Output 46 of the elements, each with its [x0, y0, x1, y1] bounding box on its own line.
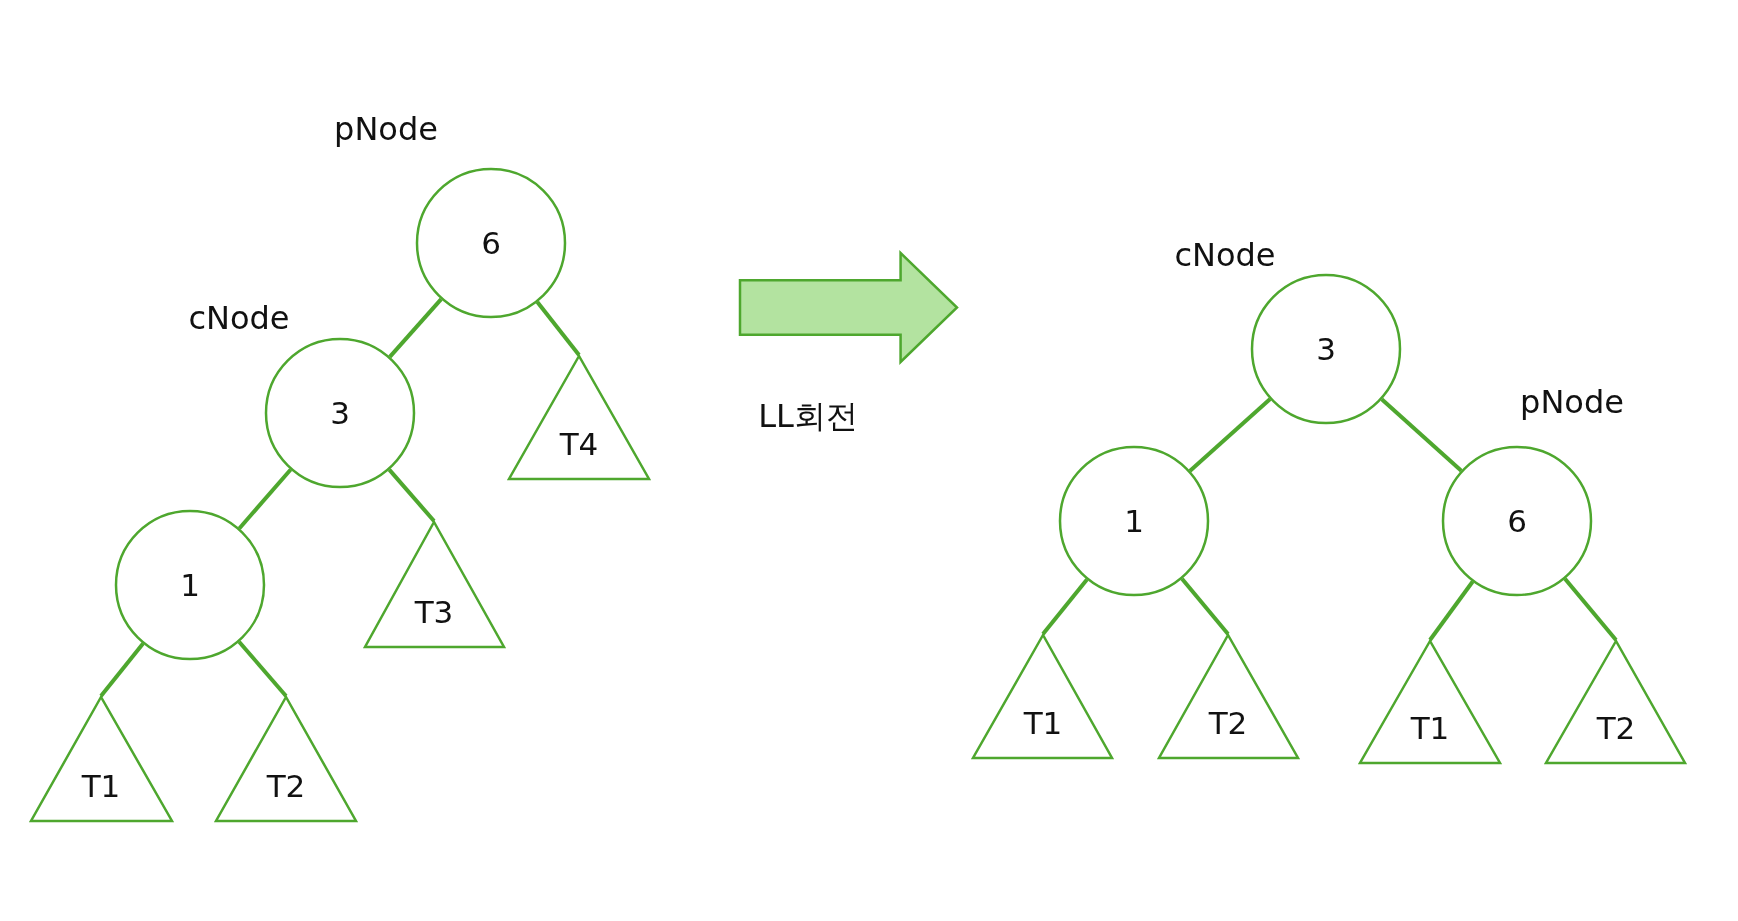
- node-label: 6: [481, 225, 501, 261]
- node-label: 6: [1507, 503, 1527, 539]
- subtree-triangle: [1545, 640, 1686, 764]
- tree-edge: [1563, 577, 1618, 642]
- pointer-name-label: pNode: [334, 110, 438, 148]
- tree-edge: [1380, 397, 1463, 473]
- tree-edge: [1428, 580, 1475, 642]
- tree-node-circle: [1251, 274, 1401, 424]
- node-label: 3: [1316, 331, 1336, 367]
- node-label: T1: [81, 768, 121, 804]
- tree-node-circle: [1442, 446, 1592, 596]
- pointer-name-label: pNode: [1520, 383, 1624, 421]
- node-label: T1: [1023, 705, 1063, 741]
- tree-node-circle: [416, 168, 566, 318]
- tree-edge: [388, 297, 443, 359]
- node-label: T2: [1208, 705, 1248, 741]
- tree-edge: [237, 468, 293, 530]
- pointer-name-label: cNode: [1174, 236, 1276, 274]
- tree-node-circle: [265, 338, 415, 488]
- tree-edge: [1041, 578, 1089, 636]
- tree-edge: [387, 468, 436, 523]
- node-label: T2: [1596, 710, 1636, 746]
- tree-node-circle: [115, 510, 265, 660]
- tree-edge: [535, 300, 581, 357]
- subtree-triangle: [30, 696, 173, 822]
- tree-edge: [1188, 397, 1272, 473]
- subtree-triangle: [215, 696, 357, 822]
- subtree-triangle: [364, 521, 505, 648]
- node-label: T3: [414, 594, 454, 630]
- subtree-triangle: [972, 634, 1113, 759]
- tree-node-circle: [1059, 446, 1209, 596]
- rotation-arrow: [740, 253, 957, 362]
- tree-edge: [1180, 577, 1230, 636]
- tree-edge: [99, 642, 145, 698]
- rotation-label: LL회전: [758, 396, 858, 437]
- node-label: T4: [559, 426, 599, 462]
- node-label: T2: [266, 768, 306, 804]
- node-label: T1: [1410, 710, 1450, 746]
- node-label: 3: [330, 395, 350, 431]
- subtree-triangle: [1359, 640, 1501, 764]
- tree-edge: [237, 640, 288, 698]
- subtree-triangle: [1158, 634, 1299, 759]
- node-label: 1: [180, 567, 200, 603]
- pointer-name-label: cNode: [188, 299, 290, 337]
- node-label: 1: [1124, 503, 1144, 539]
- subtree-triangle: [508, 355, 650, 480]
